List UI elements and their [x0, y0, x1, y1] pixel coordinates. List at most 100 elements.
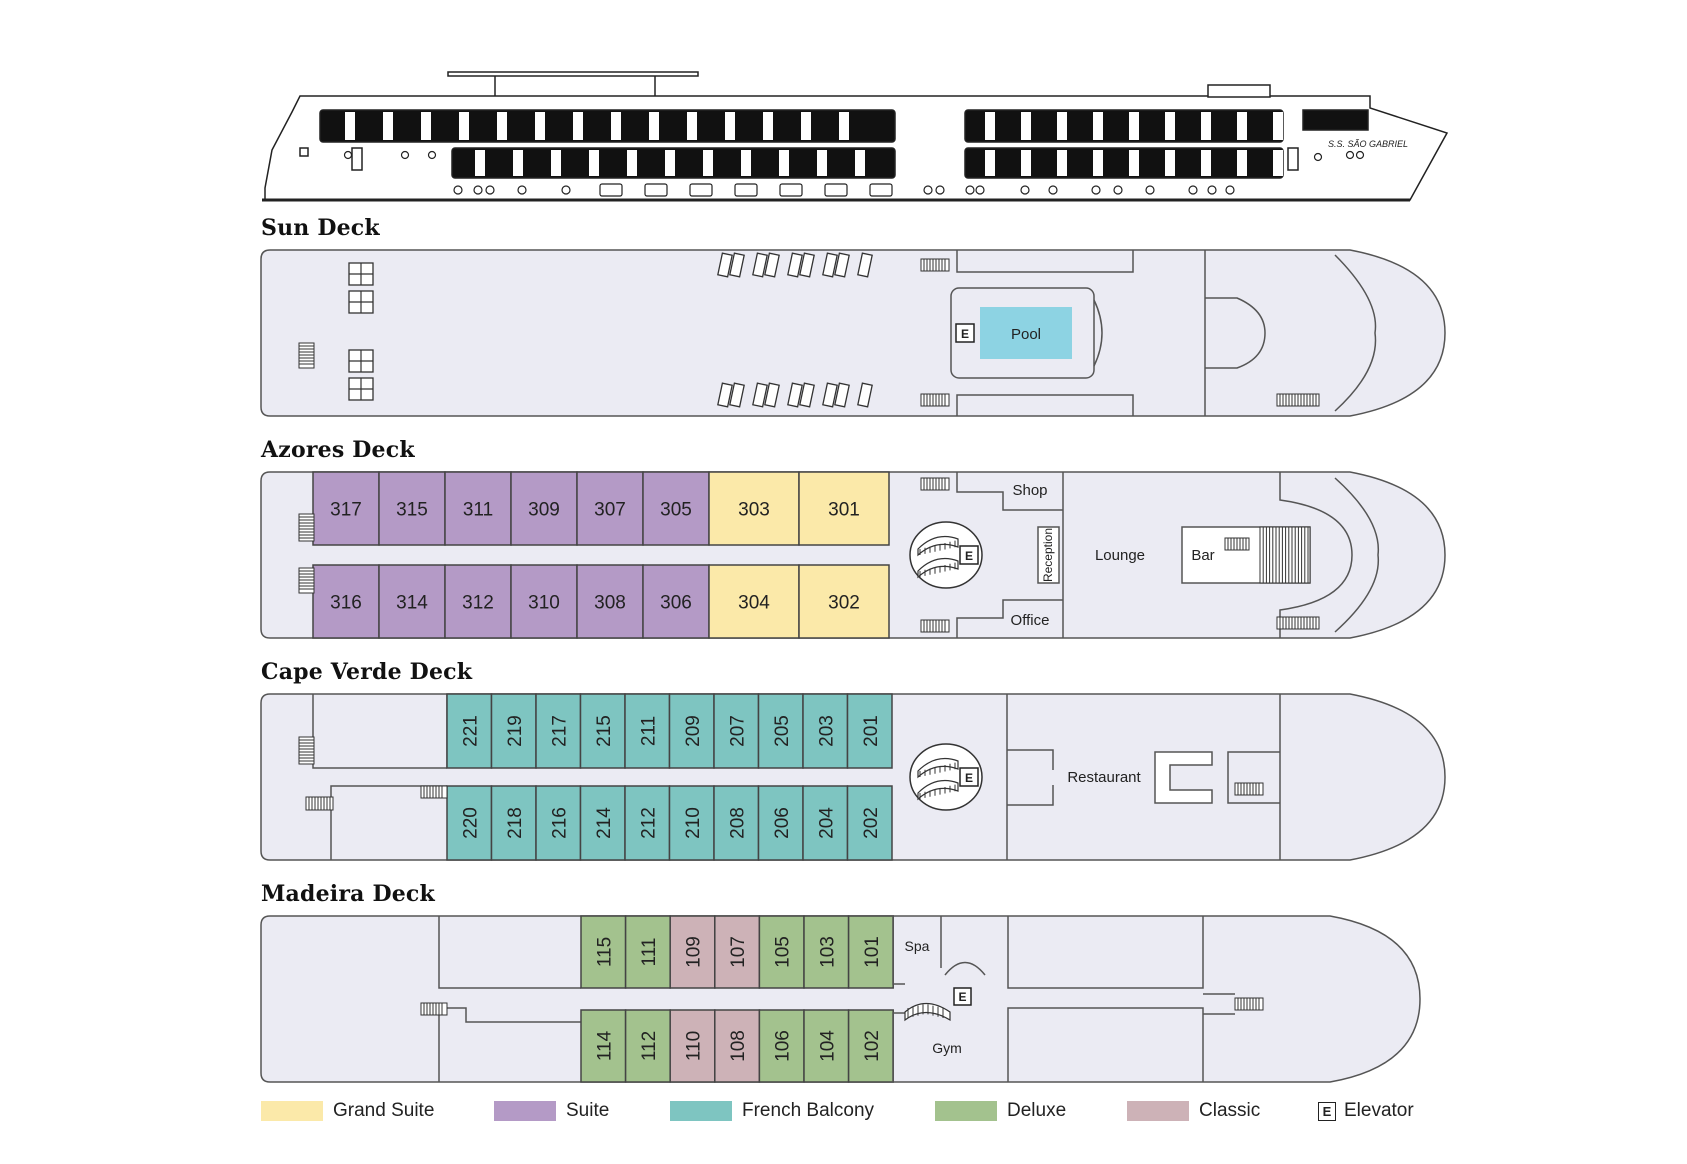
cabin-204[interactable]: 204 [802, 785, 849, 861]
cabin-101[interactable]: 101 [847, 915, 894, 989]
cabin-306[interactable]: 306 [642, 564, 710, 639]
cabin-302[interactable]: 302 [798, 564, 890, 639]
cape-verde-deck-title: Cape Verde Deck [261, 659, 473, 685]
sun-deck-plan: Pool E [260, 249, 1446, 417]
svg-text:E: E [965, 549, 973, 563]
cabin-number: 209 [683, 715, 704, 747]
stair-grille [420, 1002, 448, 1016]
cabin-109[interactable]: 109 [669, 915, 716, 989]
cabin-211[interactable]: 211 [624, 693, 671, 769]
cabin-215[interactable]: 215 [579, 693, 626, 769]
cabin-218[interactable]: 218 [490, 785, 537, 861]
table-icon [348, 377, 374, 401]
cabin-207[interactable]: 207 [713, 693, 760, 769]
cabin-number: 219 [505, 715, 526, 747]
cabin-number: 112 [639, 1031, 660, 1061]
cabin-307[interactable]: 307 [576, 471, 644, 546]
cabin-105[interactable]: 105 [758, 915, 805, 989]
lounger-icon [752, 252, 780, 278]
stair-grille [1234, 997, 1264, 1011]
legend-classic: Classic [1127, 1100, 1260, 1122]
stair-grilles [298, 258, 1320, 1016]
spa-label: Spa [905, 938, 930, 954]
cabin-number: 103 [817, 936, 838, 968]
legend-elevator: E Elevator [1318, 1100, 1414, 1122]
cabin-108[interactable]: 108 [714, 1009, 761, 1083]
cabin-number: 220 [460, 807, 481, 839]
legend-swatch [494, 1101, 556, 1121]
cabin-202[interactable]: 202 [846, 785, 893, 861]
cabin-216[interactable]: 216 [535, 785, 582, 861]
elevator-icon: E [959, 545, 979, 565]
legend-label: Elevator [1344, 1100, 1414, 1121]
stair-grille [298, 513, 315, 542]
cabin-314[interactable]: 314 [378, 564, 446, 639]
cabin-210[interactable]: 210 [668, 785, 715, 861]
cabin-104[interactable]: 104 [803, 1009, 850, 1083]
cabin-304[interactable]: 304 [708, 564, 800, 639]
cabin-310[interactable]: 310 [510, 564, 578, 639]
legend-deluxe: Deluxe [935, 1100, 1066, 1122]
cabin-305[interactable]: 305 [642, 471, 710, 546]
cabin-number: 212 [638, 807, 659, 839]
cabin-number: 311 [463, 500, 493, 521]
cabin-217[interactable]: 217 [535, 693, 582, 769]
cabin-102[interactable]: 102 [847, 1009, 894, 1083]
cabin-110[interactable]: 110 [669, 1009, 716, 1083]
cabin-number: 108 [728, 1030, 749, 1062]
cabin-number: 221 [460, 715, 481, 747]
cabin-309[interactable]: 309 [510, 471, 578, 546]
cabin-number: 214 [594, 807, 615, 839]
cabin-220[interactable]: 220 [446, 785, 493, 861]
cabin-number: 218 [505, 807, 526, 839]
cabin-301[interactable]: 301 [798, 471, 890, 546]
cabin-number: 314 [396, 593, 428, 614]
cabin-number: 201 [861, 715, 882, 747]
cabin-214[interactable]: 214 [579, 785, 626, 861]
cabin-number: 115 [594, 937, 615, 967]
cabin-number: 114 [594, 1030, 615, 1061]
cabin-201[interactable]: 201 [846, 693, 893, 769]
lounger-icon [822, 252, 850, 278]
cabin-103[interactable]: 103 [803, 915, 850, 989]
lounger-icon [857, 382, 873, 408]
cabin-number: 105 [773, 936, 794, 968]
cabin-203[interactable]: 203 [802, 693, 849, 769]
legend-label: Classic [1199, 1100, 1261, 1121]
cabin-303[interactable]: 303 [708, 471, 800, 546]
stair-grille [920, 619, 950, 633]
cabin-316[interactable]: 316 [312, 564, 380, 639]
stair-grille [420, 785, 448, 799]
cabin-312[interactable]: 312 [444, 564, 512, 639]
cabin-number: 110 [684, 1031, 705, 1061]
cabin-311[interactable]: 311 [444, 471, 512, 546]
cabin-number: 215 [594, 715, 615, 747]
legend-french-balcony: French Balcony [670, 1100, 874, 1122]
cabin-number: 303 [738, 500, 770, 521]
cabin-106[interactable]: 106 [758, 1009, 805, 1083]
cabin-number: 216 [549, 807, 570, 839]
cabin-315[interactable]: 315 [378, 471, 446, 546]
cabin-212[interactable]: 212 [624, 785, 671, 861]
cabin-107[interactable]: 107 [714, 915, 761, 989]
cabin-205[interactable]: 205 [757, 693, 804, 769]
cabin-number: 203 [816, 715, 837, 747]
cabin-219[interactable]: 219 [490, 693, 537, 769]
cabin-115[interactable]: 115 [580, 915, 627, 989]
cabin-209[interactable]: 209 [668, 693, 715, 769]
cabin-number: 202 [861, 807, 882, 839]
stair-grille [298, 567, 315, 594]
cabin-114[interactable]: 114 [580, 1009, 627, 1083]
cabin-208[interactable]: 208 [713, 785, 760, 861]
cabin-206[interactable]: 206 [757, 785, 804, 861]
cabin-112[interactable]: 112 [624, 1009, 671, 1083]
cabin-317[interactable]: 317 [312, 471, 380, 546]
cabin-number: 101 [862, 936, 883, 968]
cabin-number: 109 [684, 936, 705, 968]
elevator-icon: E [1318, 1101, 1336, 1121]
cabin-308[interactable]: 308 [576, 564, 644, 639]
cabin-221[interactable]: 221 [446, 693, 493, 769]
cabin-111[interactable]: 111 [624, 915, 671, 989]
stair-grille [1276, 393, 1320, 407]
